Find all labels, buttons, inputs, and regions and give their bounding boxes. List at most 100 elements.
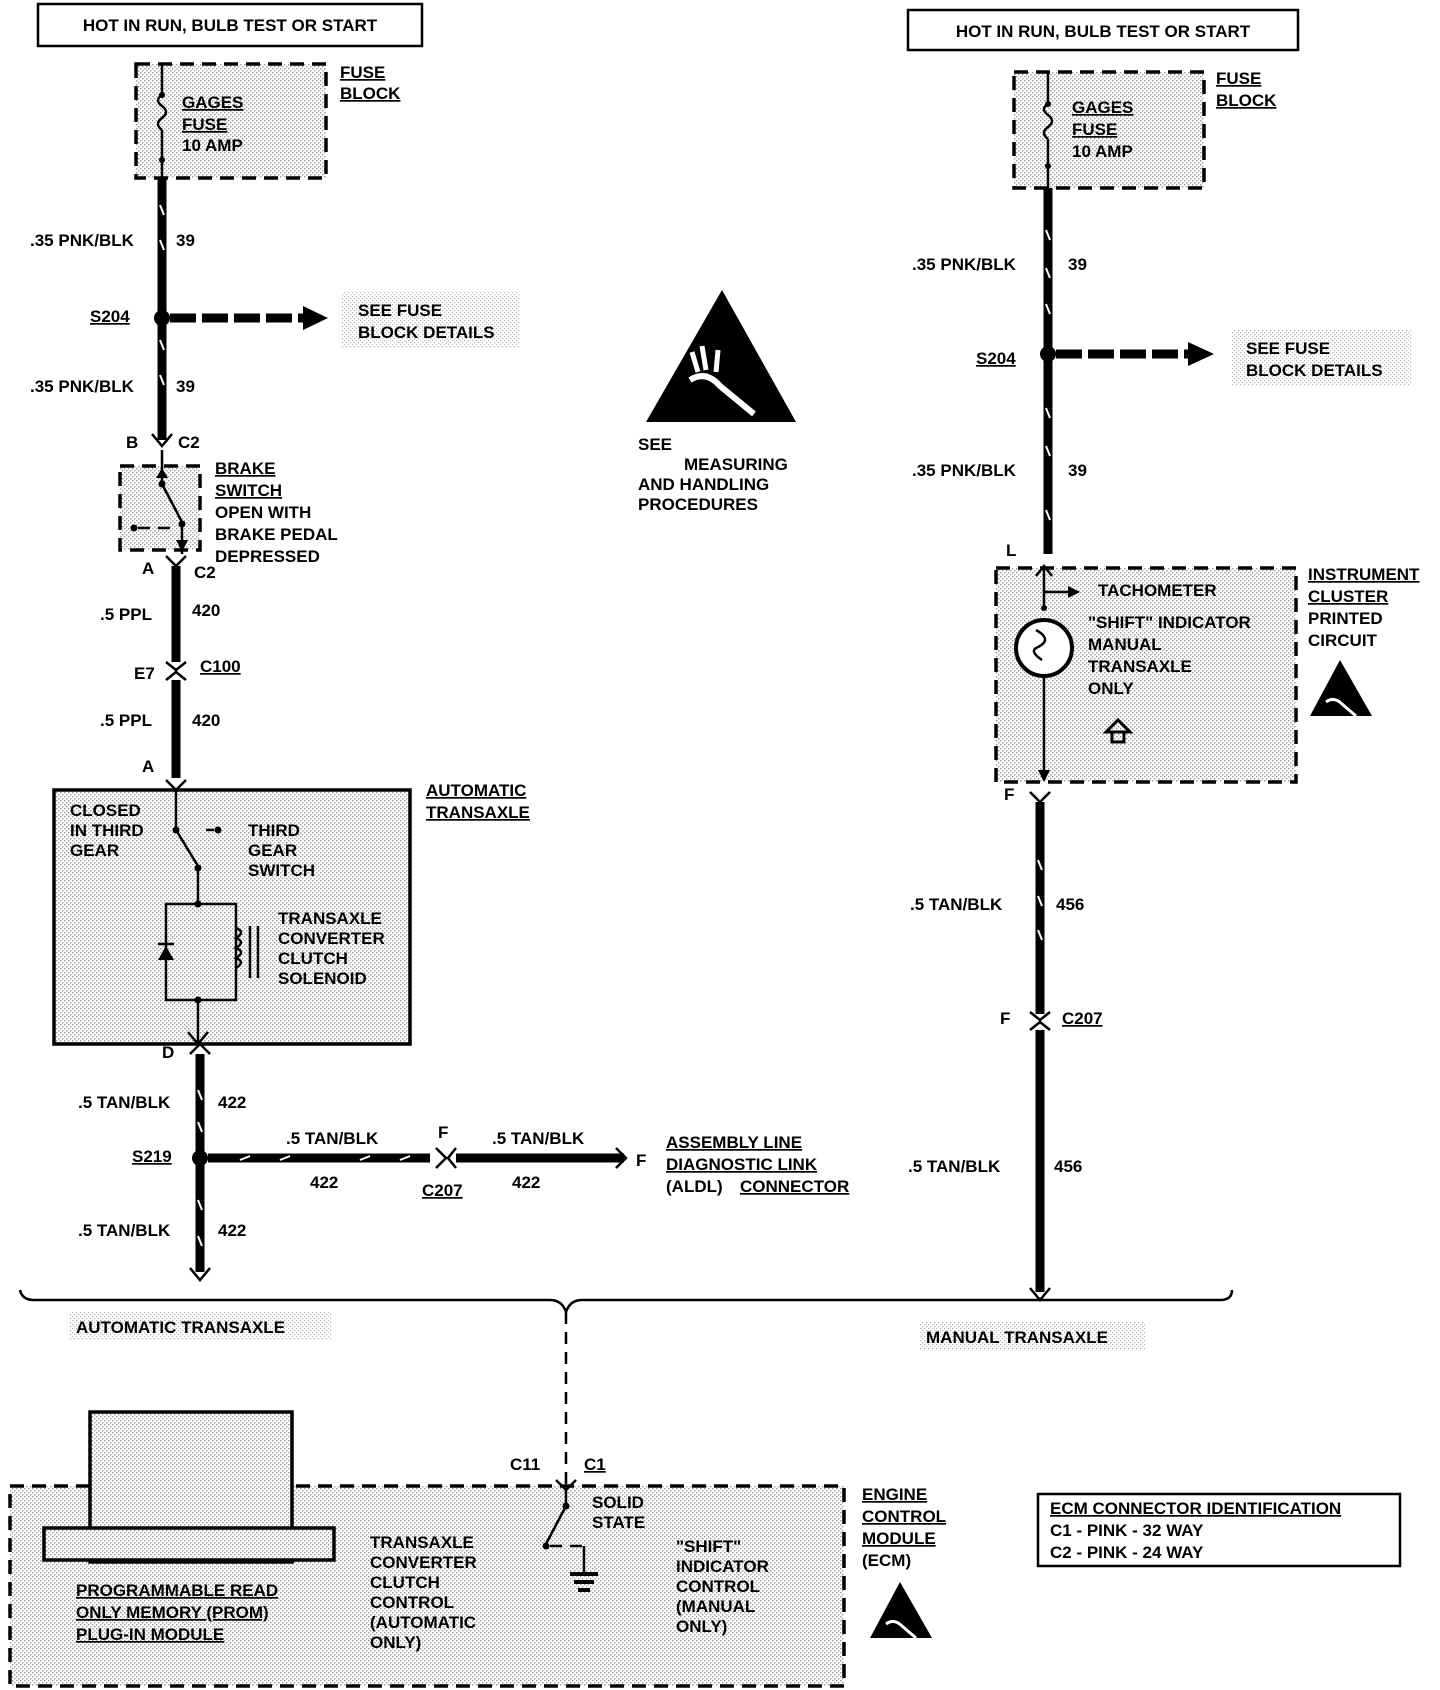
connector-422-bottom xyxy=(189,1267,211,1282)
circuit-39-label-2: 39 xyxy=(176,377,195,396)
circuit-420-label-2: 420 xyxy=(192,711,220,730)
fuse-block-right-2: BLOCK xyxy=(1216,91,1277,110)
tcc-solenoid-4: SOLENOID xyxy=(278,969,367,988)
connector-a-label-2: A xyxy=(142,757,154,776)
shift-control-1: "SHIFT" xyxy=(676,1537,741,1556)
gages-fuse-label-2: FUSE xyxy=(182,115,227,134)
cluster-manual: MANUAL xyxy=(1088,635,1162,654)
wire-label-pnk-blk-r2: .35 PNK/BLK xyxy=(912,461,1017,480)
gages-fuse-label-3: 10 AMP xyxy=(182,136,243,155)
tcc-control-1: TRANSAXLE xyxy=(370,1533,474,1552)
see-fuse-details-box-right xyxy=(1232,330,1412,386)
right-fuse-block: GAGES FUSE 10 AMP FUSE BLOCK xyxy=(1012,69,1277,190)
circuit-422-label-2: 422 xyxy=(218,1221,246,1240)
ecm-label-3: MODULE xyxy=(862,1529,936,1548)
connector-c1-label: C1 xyxy=(584,1455,606,1474)
see-measuring-1: SEE xyxy=(638,435,672,454)
connector-c207-right-bottom xyxy=(1029,1020,1051,1031)
branch-manual-label: MANUAL TRANSAXLE xyxy=(926,1328,1108,1347)
aldl-label-4: CONNECTOR xyxy=(740,1177,849,1196)
cluster-shift-indicator: "SHIFT" INDICATOR xyxy=(1088,613,1251,632)
tcc-control-5: (AUTOMATIC xyxy=(370,1613,476,1632)
circuit-422-label-h1: 422 xyxy=(310,1173,338,1192)
splice-s204-right-label: S204 xyxy=(976,349,1016,368)
connector-c100-label: C100 xyxy=(200,657,241,676)
wire-ticks-right xyxy=(1045,229,1051,521)
prom-label-1: PROGRAMMABLE READ xyxy=(76,1581,278,1600)
shift-control-4: (MANUAL xyxy=(676,1597,755,1616)
wire-label-pnk-blk-r1: .35 PNK/BLK xyxy=(912,255,1017,274)
connector-c207-left-side xyxy=(435,1147,448,1169)
connector-c207-right-side xyxy=(446,1147,457,1169)
third-gear-switch-2: GEAR xyxy=(248,841,297,860)
connector-c2-a xyxy=(165,555,187,568)
ecm-label-1: ENGINE xyxy=(862,1485,927,1504)
circuit-456-label-1: 456 xyxy=(1056,895,1084,914)
aldl-label-3: (ALDL) xyxy=(666,1177,723,1196)
connector-f-label-2: F xyxy=(636,1151,646,1170)
closed-in-third-2: IN THIRD xyxy=(70,821,144,840)
wire-label-tan-blk-h1: .5 TAN/BLK xyxy=(286,1129,379,1148)
wire-ticks-422 xyxy=(197,1089,203,1247)
ecm-box xyxy=(8,1410,846,1688)
prom-label-3: PLUG-IN MODULE xyxy=(76,1625,224,1644)
arrow-right-icon xyxy=(303,306,328,330)
tcc-solenoid-1: TRANSAXLE xyxy=(278,909,382,928)
brake-switch xyxy=(118,450,202,554)
circuit-39-label-r1: 39 xyxy=(1068,255,1087,274)
instrument-cluster-label-3: PRINTED xyxy=(1308,609,1383,628)
splice-s204-right xyxy=(1040,346,1056,362)
branch-automatic-label: AUTOMATIC TRANSAXLE xyxy=(76,1318,285,1337)
ecm-connector-id-row-1: C1 - PINK - 32 WAY xyxy=(1050,1521,1204,1540)
branch-automatic-box xyxy=(70,1312,332,1340)
esd-warning-icon xyxy=(646,290,796,422)
connector-c207-right-top xyxy=(1029,1011,1051,1022)
see-measuring-2: MEASURING xyxy=(684,455,788,474)
ecm-label-4: (ECM) xyxy=(862,1551,911,1570)
closed-in-third-3: GEAR xyxy=(70,841,119,860)
gages-fuse-right-2: FUSE xyxy=(1072,120,1117,139)
see-fuse-details-left-2: BLOCK DETAILS xyxy=(358,323,495,342)
splice-s219 xyxy=(192,1150,208,1166)
see-measuring-4: PROCEDURES xyxy=(638,495,758,514)
splice-s204-left-label: S204 xyxy=(90,307,130,326)
connector-c2-label-1: C2 xyxy=(178,433,200,452)
instrument-cluster-box xyxy=(994,563,1298,784)
connector-f-cluster xyxy=(1029,791,1051,804)
brake-switch-label-4: BRAKE PEDAL xyxy=(215,525,338,544)
wire-label-ppl-1: .5 PPL xyxy=(100,605,152,624)
see-fuse-details-box-left xyxy=(342,292,520,348)
circuit-420-label-1: 420 xyxy=(192,601,220,620)
connector-c207-label-1: C207 xyxy=(422,1181,463,1200)
aldl-label-1: ASSEMBLY LINE xyxy=(666,1133,802,1152)
fuse-block-label-2: BLOCK xyxy=(340,84,401,103)
shift-control-2: INDICATOR xyxy=(676,1557,769,1576)
circuit-39-label-r2: 39 xyxy=(1068,461,1087,480)
wire-ticks-left xyxy=(159,204,165,386)
gages-fuse-right-3: 10 AMP xyxy=(1072,142,1133,161)
circuit-456-label-2: 456 xyxy=(1054,1157,1082,1176)
fuse-block-right-1: FUSE xyxy=(1216,69,1261,88)
brake-switch-label-5: DEPRESSED xyxy=(215,547,320,566)
connector-c2-b xyxy=(151,433,173,448)
wire-label-pnk-blk-2: .35 PNK/BLK xyxy=(30,377,135,396)
connector-f-label-1: F xyxy=(438,1123,448,1142)
connector-f-label-3: F xyxy=(1004,785,1014,804)
left-header: HOT IN RUN, BULB TEST OR START xyxy=(36,2,424,48)
cluster-transaxle: TRANSAXLE xyxy=(1088,657,1192,676)
connector-c2-label-2: C2 xyxy=(194,563,216,582)
solid-state-1: SOLID xyxy=(592,1493,644,1512)
brake-switch-label-3: OPEN WITH xyxy=(215,503,311,522)
instrument-cluster-label-1: INSTRUMENT xyxy=(1308,565,1420,584)
closed-in-third-1: CLOSED xyxy=(70,801,141,820)
connector-e7-label: E7 xyxy=(134,664,155,683)
connector-d-label: D xyxy=(162,1043,174,1062)
see-fuse-details-left-1: SEE FUSE xyxy=(358,301,442,320)
shift-control-5: ONLY) xyxy=(676,1617,727,1636)
shift-control-3: CONTROL xyxy=(676,1577,760,1596)
tcc-control-4: CONTROL xyxy=(370,1593,454,1612)
brake-switch-label-1: BRAKE xyxy=(215,459,275,478)
ecm-connector-id-row-2: C2 - PINK - 24 WAY xyxy=(1050,1543,1204,1562)
ecm-connector-id-title: ECM CONNECTOR IDENTIFICATION xyxy=(1050,1499,1341,1518)
